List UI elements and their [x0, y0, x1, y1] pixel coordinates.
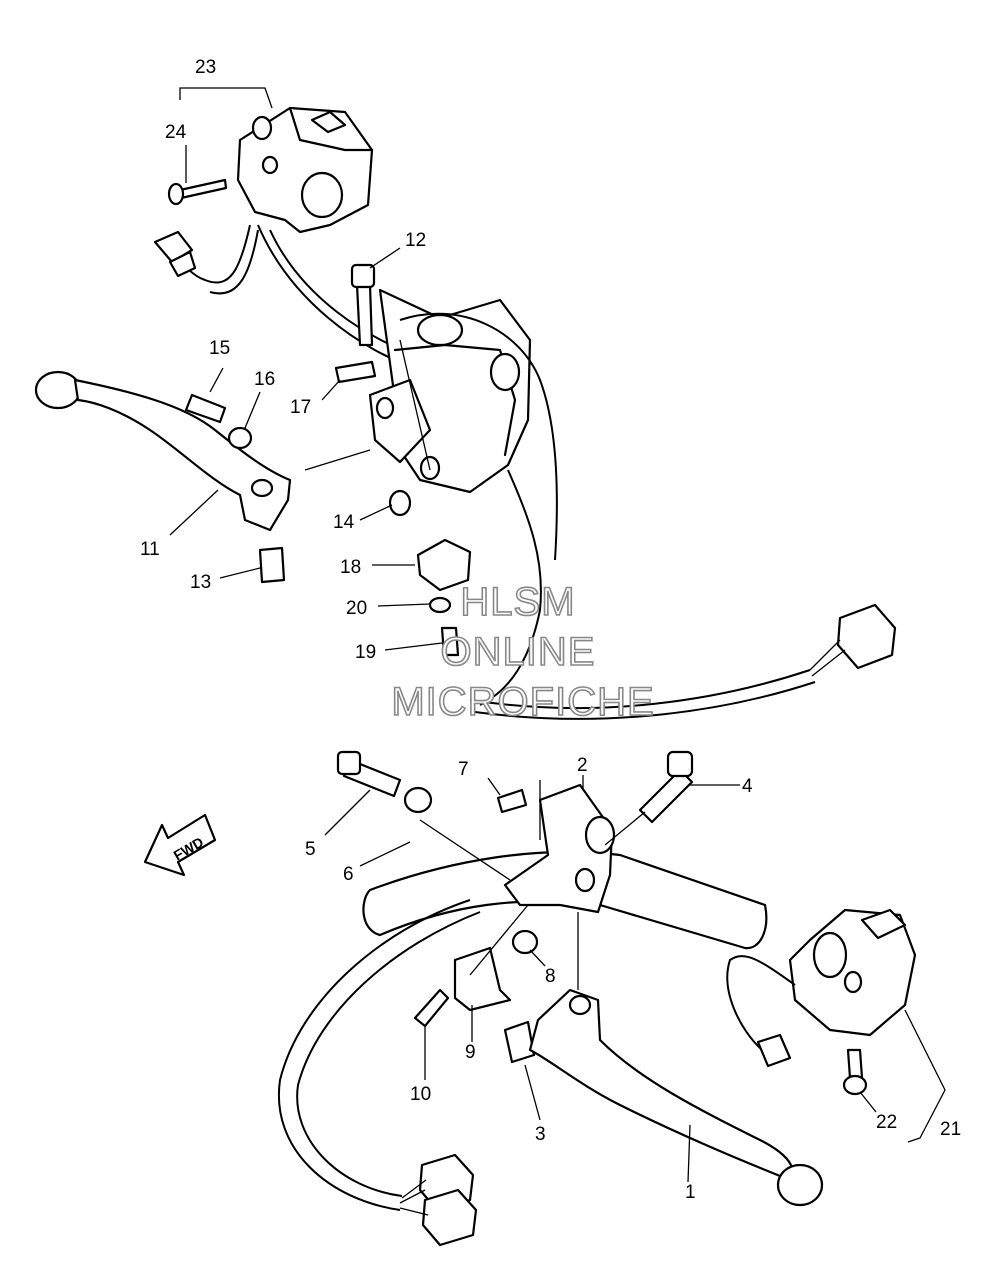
clutch-lever-holder — [503, 783, 616, 914]
callout-10: 10 — [410, 1084, 431, 1105]
washer-20 — [428, 596, 452, 614]
callout-7: 7 — [458, 759, 469, 780]
callout-labels: 1 2 3 4 5 6 7 8 9 10 11 12 13 14 15 16 1… — [140, 57, 961, 1203]
callout-20: 20 — [346, 598, 367, 619]
watermark-line-2: ONLINE — [441, 630, 596, 674]
callout-9: 9 — [465, 1042, 476, 1063]
nut-14 — [388, 489, 412, 517]
callout-14: 14 — [333, 512, 355, 533]
brake-lever — [34, 370, 292, 532]
bolt-5 — [336, 750, 402, 798]
lower-assembly: FWD — [143, 750, 917, 1247]
callout-23: 23 — [195, 57, 216, 78]
callout-8: 8 — [545, 966, 556, 987]
callout-4: 4 — [742, 776, 753, 797]
bolt-12 — [350, 263, 376, 347]
nut-16 — [227, 426, 253, 450]
leader-lines — [169, 87, 946, 1183]
left-handlebar-switch — [236, 106, 374, 234]
screw-19 — [440, 626, 460, 657]
clutch-lever — [528, 988, 824, 1207]
callout-3: 3 — [535, 1124, 546, 1145]
watermark: HLSM ONLINE MICROFICHE — [391, 579, 655, 725]
clutch-switch-9 — [453, 946, 512, 1012]
connector-upper — [836, 603, 897, 670]
callout-17: 17 — [290, 397, 311, 418]
callout-21: 21 — [940, 1119, 961, 1140]
brake-switch-18 — [416, 538, 472, 592]
watermark-line-3: MICROFICHE — [391, 680, 654, 724]
callout-13: 13 — [190, 572, 211, 593]
callout-1: 1 — [685, 1182, 696, 1203]
right-handlebar-switch — [788, 908, 917, 1037]
upper-assembly — [34, 106, 897, 720]
nut-6 — [403, 786, 433, 814]
collar-13 — [258, 546, 286, 584]
connector-lower — [399, 1153, 478, 1247]
fwd-direction-arrow: FWD — [143, 813, 217, 877]
screw-22 — [842, 1048, 868, 1096]
bolt-4 — [638, 750, 694, 824]
callout-24: 24 — [165, 122, 187, 143]
screw-24 — [167, 178, 228, 206]
callout-11: 11 — [140, 539, 160, 560]
callout-16: 16 — [254, 369, 275, 390]
collar-3 — [503, 1020, 536, 1064]
nut-8 — [511, 929, 539, 955]
callout-22: 22 — [876, 1112, 897, 1133]
bolt-17 — [334, 360, 377, 384]
callout-5: 5 — [305, 839, 316, 860]
callout-19: 19 — [355, 642, 376, 663]
callout-2: 2 — [577, 755, 588, 776]
brake-master-cylinder — [368, 288, 532, 494]
callout-18: 18 — [340, 557, 361, 578]
bolt-15 — [184, 393, 227, 424]
callout-12: 12 — [405, 230, 426, 251]
callout-15: 15 — [209, 338, 230, 359]
callout-6: 6 — [343, 864, 354, 885]
screw-10 — [413, 988, 450, 1028]
screw-7 — [496, 788, 528, 814]
watermark-line-1: HLSM — [460, 580, 575, 624]
